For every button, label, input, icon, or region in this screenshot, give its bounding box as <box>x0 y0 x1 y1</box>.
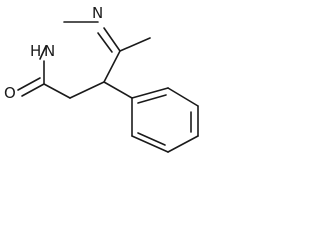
phenyl-bond-2 <box>167 87 199 107</box>
chemical-structure-diagram: N H N O <box>4 4 199 153</box>
phenyl-bond-5 <box>131 135 169 153</box>
bond-n2-c3 <box>39 45 47 60</box>
bond-c4-c3 <box>43 83 71 99</box>
phenyl-double-3 <box>137 132 166 146</box>
bond-c3-o-double-inner <box>17 77 41 91</box>
bond-c6-methyl <box>119 37 151 52</box>
bond-n1-c6-double <box>103 27 121 52</box>
atom-label-h: H <box>30 42 41 60</box>
atom-label-n2: N <box>44 42 55 60</box>
atom-label-o: O <box>4 84 16 102</box>
bond-c3-o-double <box>21 83 45 97</box>
bond-c5-c4 <box>69 81 105 99</box>
atom-label-n1: N <box>92 4 103 22</box>
bond-n1-c6-double-inner <box>97 32 113 53</box>
phenyl-double-1 <box>137 94 167 104</box>
phenyl-bond-1 <box>131 87 169 99</box>
phenyl-bond-4 <box>167 135 199 153</box>
bond-c5-phenyl <box>103 81 133 99</box>
bond-c6-c5 <box>103 50 121 83</box>
